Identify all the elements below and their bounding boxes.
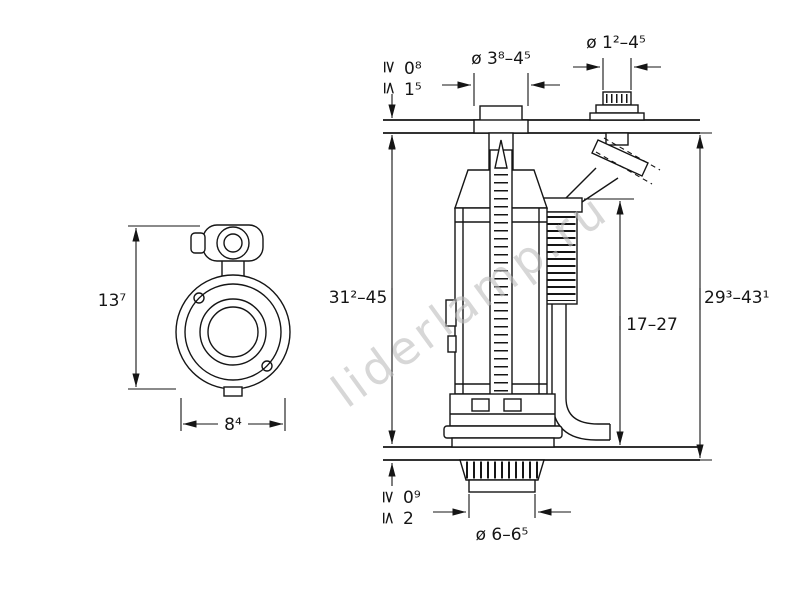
- flush-window: [503, 398, 522, 412]
- pushbutton-top: [479, 105, 523, 122]
- lid-thickness-min-symbol: ≥: [379, 60, 399, 74]
- fill-valve-bracket: [591, 139, 649, 177]
- base-gasket: [451, 437, 555, 448]
- front-view: [383, 91, 700, 493]
- bracket-dashed-line: [595, 151, 653, 185]
- base-flange: [443, 425, 563, 439]
- flush-window: [471, 398, 490, 412]
- dim-label-top-view-height: 13⁷: [98, 291, 127, 311]
- label-mask: [218, 415, 248, 432]
- fill-valve-cap-skirt: [589, 112, 645, 121]
- fill-valve-shaft: [605, 132, 629, 146]
- flush-valve: [443, 105, 563, 493]
- bracket-link-line: [565, 167, 597, 199]
- screw-boss: [261, 360, 273, 372]
- body-circle-ring3: [199, 298, 267, 366]
- bottom-tab: [223, 386, 243, 397]
- base-thickness-min-symbol: ≥: [378, 490, 398, 504]
- front-view-dimensions: [388, 58, 712, 518]
- dim-label-fill-cap-diameter: ø 1²–4⁵: [586, 33, 646, 53]
- base-thickness-max-symbol: ≤: [378, 511, 398, 525]
- lever-stub: [190, 232, 206, 254]
- dimension-labels: ≥ 0⁸ ≤ 1⁵ ø 3⁸–4⁵ ø 1²–4⁵ 31²–45 17–27 2…: [329, 33, 770, 545]
- fill-pipe-elbow: [565, 397, 610, 425]
- dim-label-top-view-width: 8⁴: [224, 415, 242, 435]
- dim-label-fill-valve-height: 17–27: [626, 315, 678, 335]
- side-clip: [447, 335, 457, 353]
- dim-label-button-diameter: ø 3⁸–4⁵: [471, 49, 531, 69]
- lid-thickness-max-symbol: ≤: [379, 81, 399, 95]
- lower-housing: [449, 393, 556, 427]
- dim-label-outlet-diameter: ø 6–6⁵: [476, 525, 529, 545]
- bracket-dashed-line: [603, 137, 661, 171]
- top-view: [175, 224, 291, 397]
- lid-thickness-min-value: 0⁸: [404, 59, 422, 79]
- actuator-tip: [494, 139, 508, 169]
- lever-circle-outer: [216, 226, 250, 260]
- pushbutton-base: [473, 119, 529, 134]
- screw-boss: [193, 292, 205, 304]
- lid-thickness-max-value: 1⁵: [404, 80, 422, 100]
- base-thickness-min-value: 0⁹: [403, 488, 421, 508]
- dim-label-tank-interior-height: 31²–45: [329, 288, 388, 308]
- top-view-dimensions: [128, 225, 286, 432]
- body-circle-ring2: [184, 283, 282, 381]
- fill-valve-cap-mid: [595, 104, 639, 114]
- body-circle-ring4: [207, 306, 259, 358]
- base-thickness-max-value: 2: [403, 509, 414, 529]
- body-circle-outer: [175, 274, 291, 390]
- bracket-link-line: [581, 177, 619, 203]
- side-clip: [445, 299, 457, 327]
- outlet-pipe: [468, 479, 536, 493]
- dim-label-overall-height: 29³–43¹: [704, 288, 769, 308]
- lever-circle-inner: [223, 233, 243, 253]
